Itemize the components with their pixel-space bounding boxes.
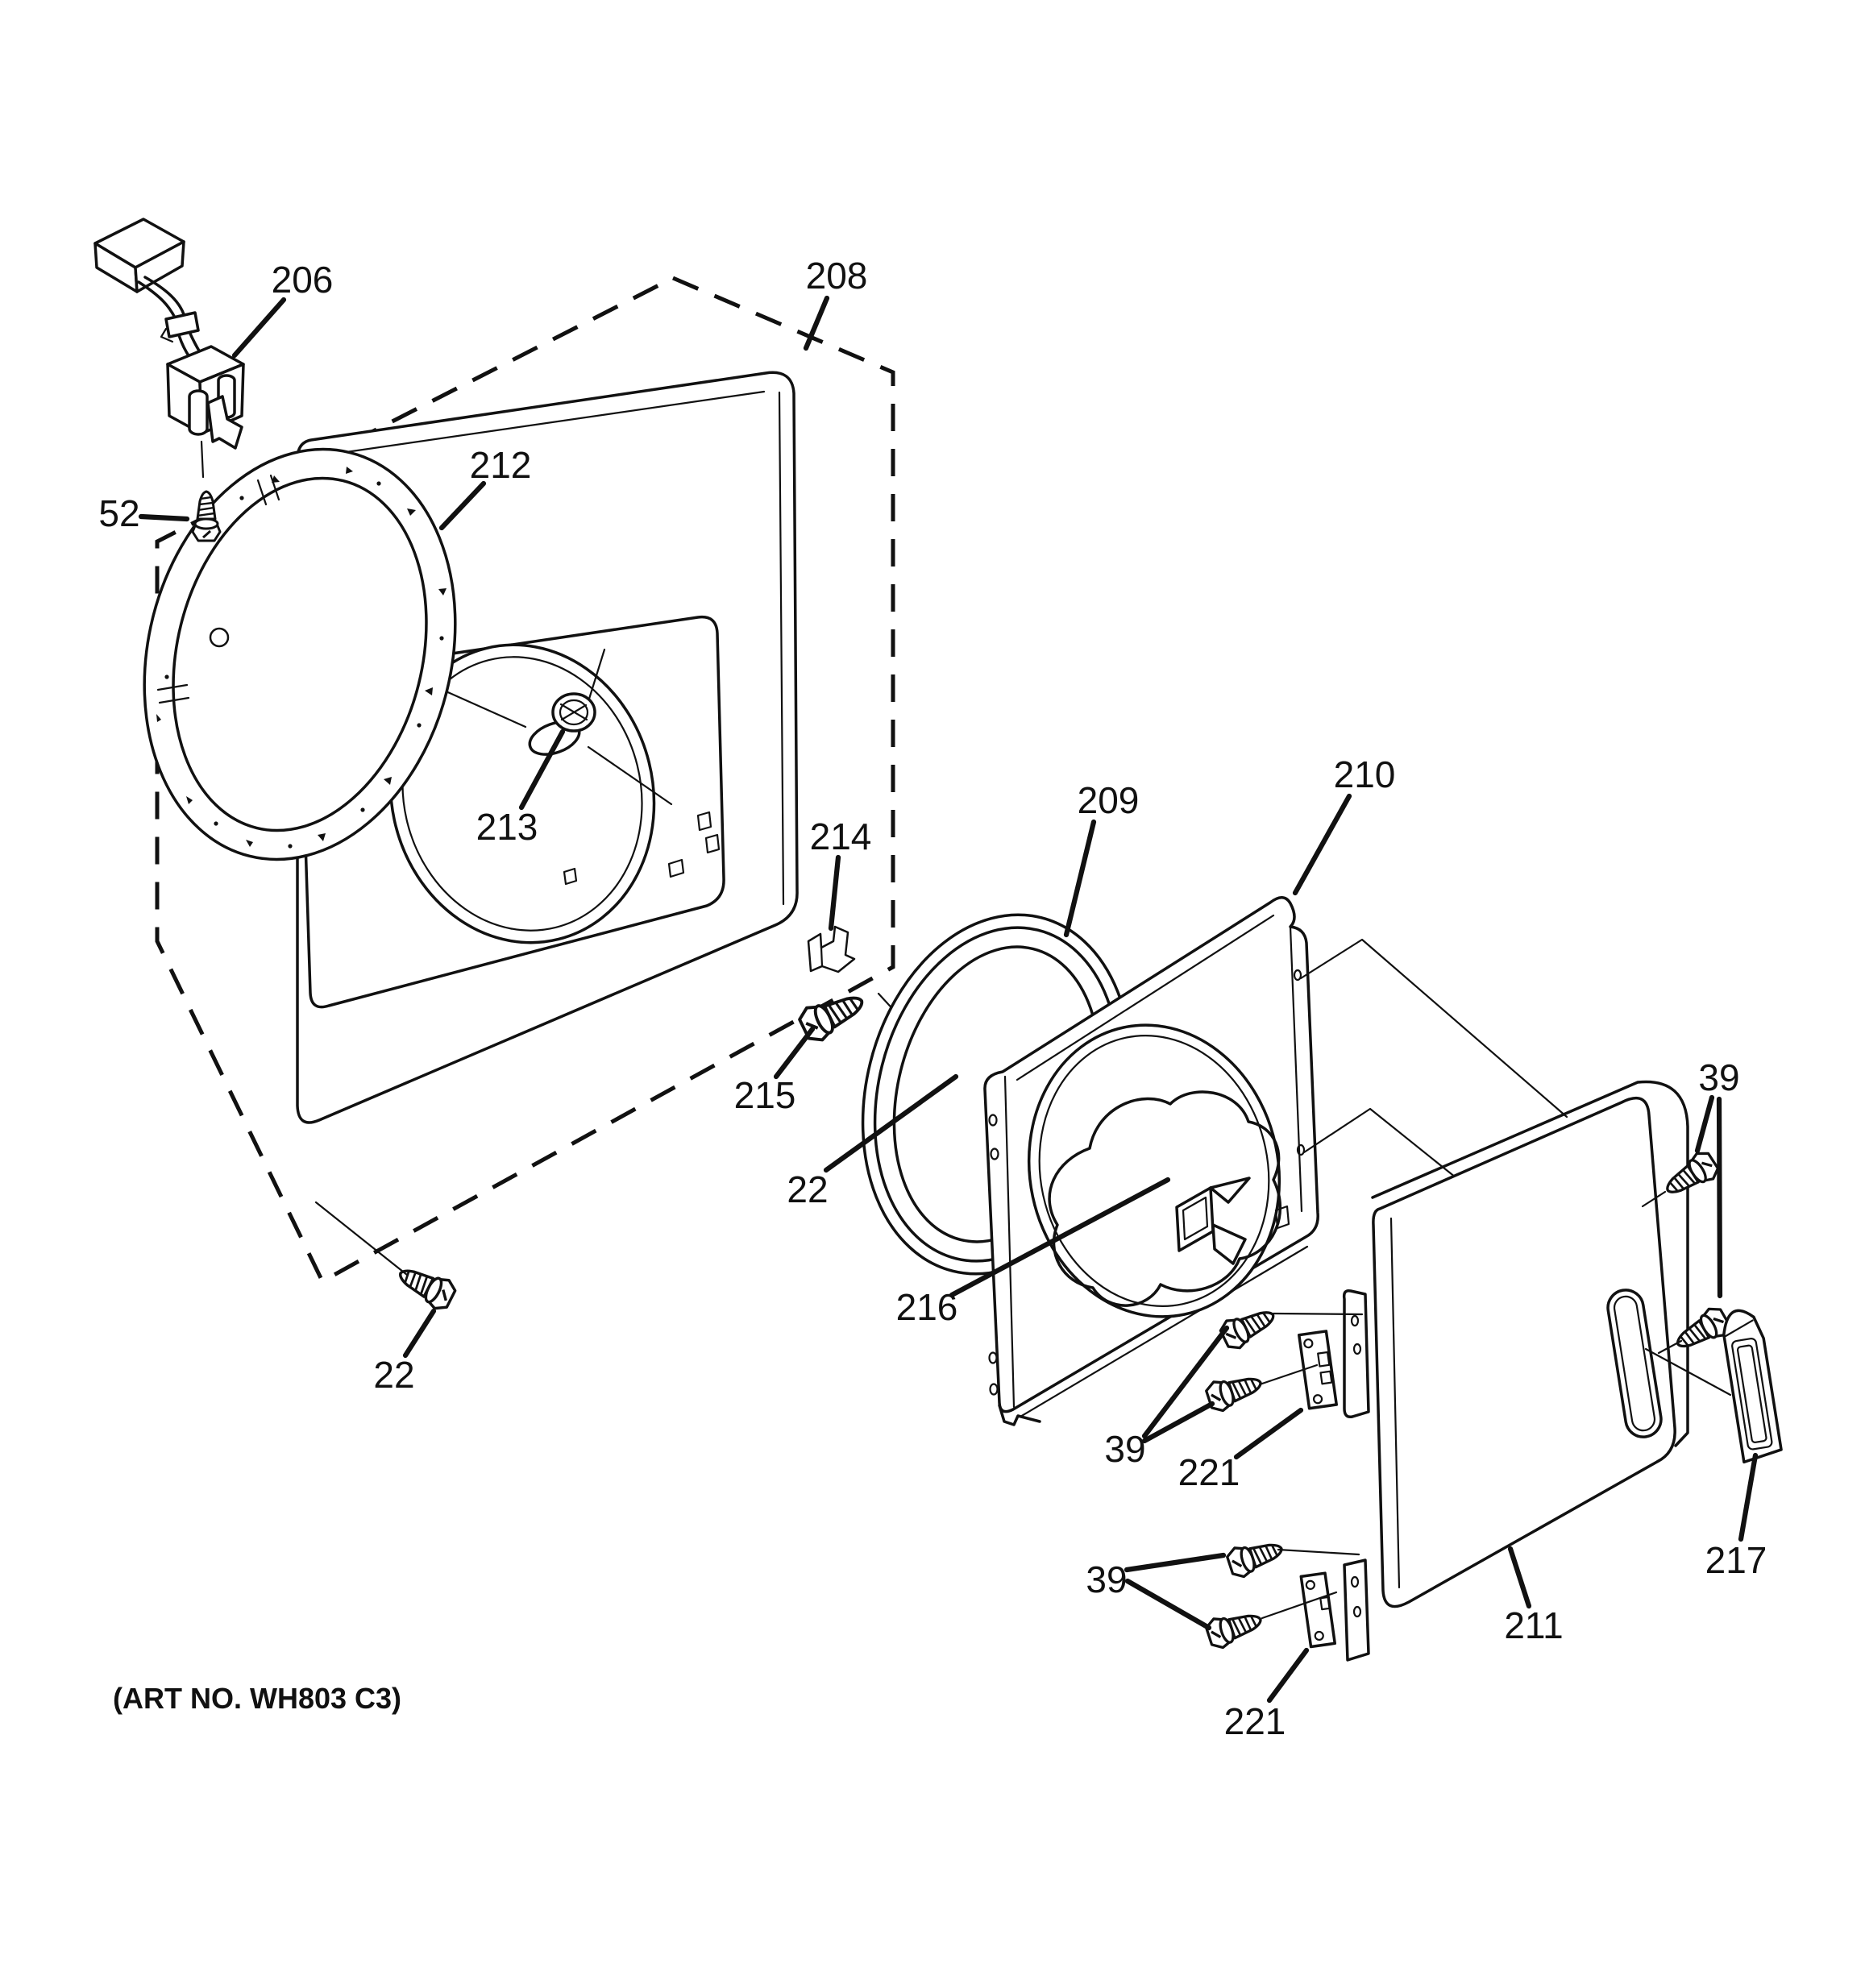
alignment-line-upper <box>1299 938 1568 1119</box>
callout-label: 209 <box>1078 779 1140 821</box>
handle-slot <box>1606 1289 1663 1438</box>
callout-216: 216 <box>896 1177 1171 1328</box>
callout-39-hinge-upper: 39 <box>1104 1325 1230 1470</box>
callout-221-upper: 221 <box>1178 1407 1304 1493</box>
door-switch-assembly <box>93 218 245 479</box>
hinge-221-lower <box>1299 1571 1336 1649</box>
door-flange-upper <box>1342 1289 1370 1419</box>
ring-texture-marks <box>156 467 447 849</box>
screws-39 <box>1202 1147 1734 1652</box>
callout-217: 217 <box>1705 1452 1767 1581</box>
callout-label: 212 <box>470 444 532 486</box>
callout-label: 52 <box>98 492 139 534</box>
callout-label: 22 <box>373 1354 414 1396</box>
callout-212: 212 <box>438 444 532 531</box>
callout-label: 206 <box>272 259 334 301</box>
inner-door-panel-210 <box>983 896 1319 1426</box>
callout-label: 208 <box>806 255 868 297</box>
callout-206: 206 <box>231 259 334 359</box>
callout-label: 39 <box>1698 1056 1739 1098</box>
callout-label: 215 <box>734 1074 796 1116</box>
callout-208: 208 <box>803 255 868 351</box>
screw-22-left <box>392 1257 460 1315</box>
callout-221-lower: 221 <box>1224 1647 1310 1742</box>
handle-insert-217 <box>1722 1309 1783 1464</box>
callout-label: 217 <box>1705 1539 1767 1581</box>
gasket-ring-212 <box>143 447 457 861</box>
callout-22-left: 22 <box>373 1308 437 1396</box>
dashed-boundary-208 <box>155 276 895 1285</box>
door-latch-216 <box>1175 1177 1251 1265</box>
callout-39-hinge-lower: 39 <box>1086 1552 1227 1631</box>
callout-label: 216 <box>896 1286 958 1328</box>
callout-label: 22 <box>787 1168 828 1210</box>
callout-209: 209 <box>1063 779 1140 938</box>
handle-pointer-line <box>1644 1347 1732 1397</box>
door-flange-lower <box>1343 1558 1370 1662</box>
callout-210: 210 <box>1292 753 1396 896</box>
callout-label: 210 <box>1334 753 1396 795</box>
callout-label: 211 <box>1504 1604 1563 1646</box>
art-number-note: (ART NO. WH803 C3) <box>113 1682 401 1715</box>
callout-215: 215 <box>734 1026 816 1116</box>
callout-213: 213 <box>476 728 566 848</box>
hinge-221-upper <box>1298 1330 1338 1410</box>
door-panel-211 <box>1342 1080 1689 1662</box>
callout-label: 214 <box>810 816 872 857</box>
callout-22-middle: 22 <box>787 1073 959 1210</box>
callout-label: 213 <box>476 806 538 848</box>
callout-label: 221 <box>1224 1700 1286 1742</box>
callout-214: 214 <box>810 816 872 932</box>
callout-label: 39 <box>1104 1428 1145 1470</box>
alignment-line-lower <box>1302 1107 1457 1179</box>
clip-214 <box>807 925 856 973</box>
callout-52: 52 <box>98 492 190 534</box>
retainer-button-213 <box>528 692 596 756</box>
callout-label: 221 <box>1178 1451 1240 1493</box>
callout-label: 39 <box>1086 1558 1127 1600</box>
screw-22-left-pointer <box>314 1201 409 1276</box>
callout-211: 211 <box>1504 1546 1564 1646</box>
callout-39-door-right: 39 <box>1694 1056 1740 1299</box>
